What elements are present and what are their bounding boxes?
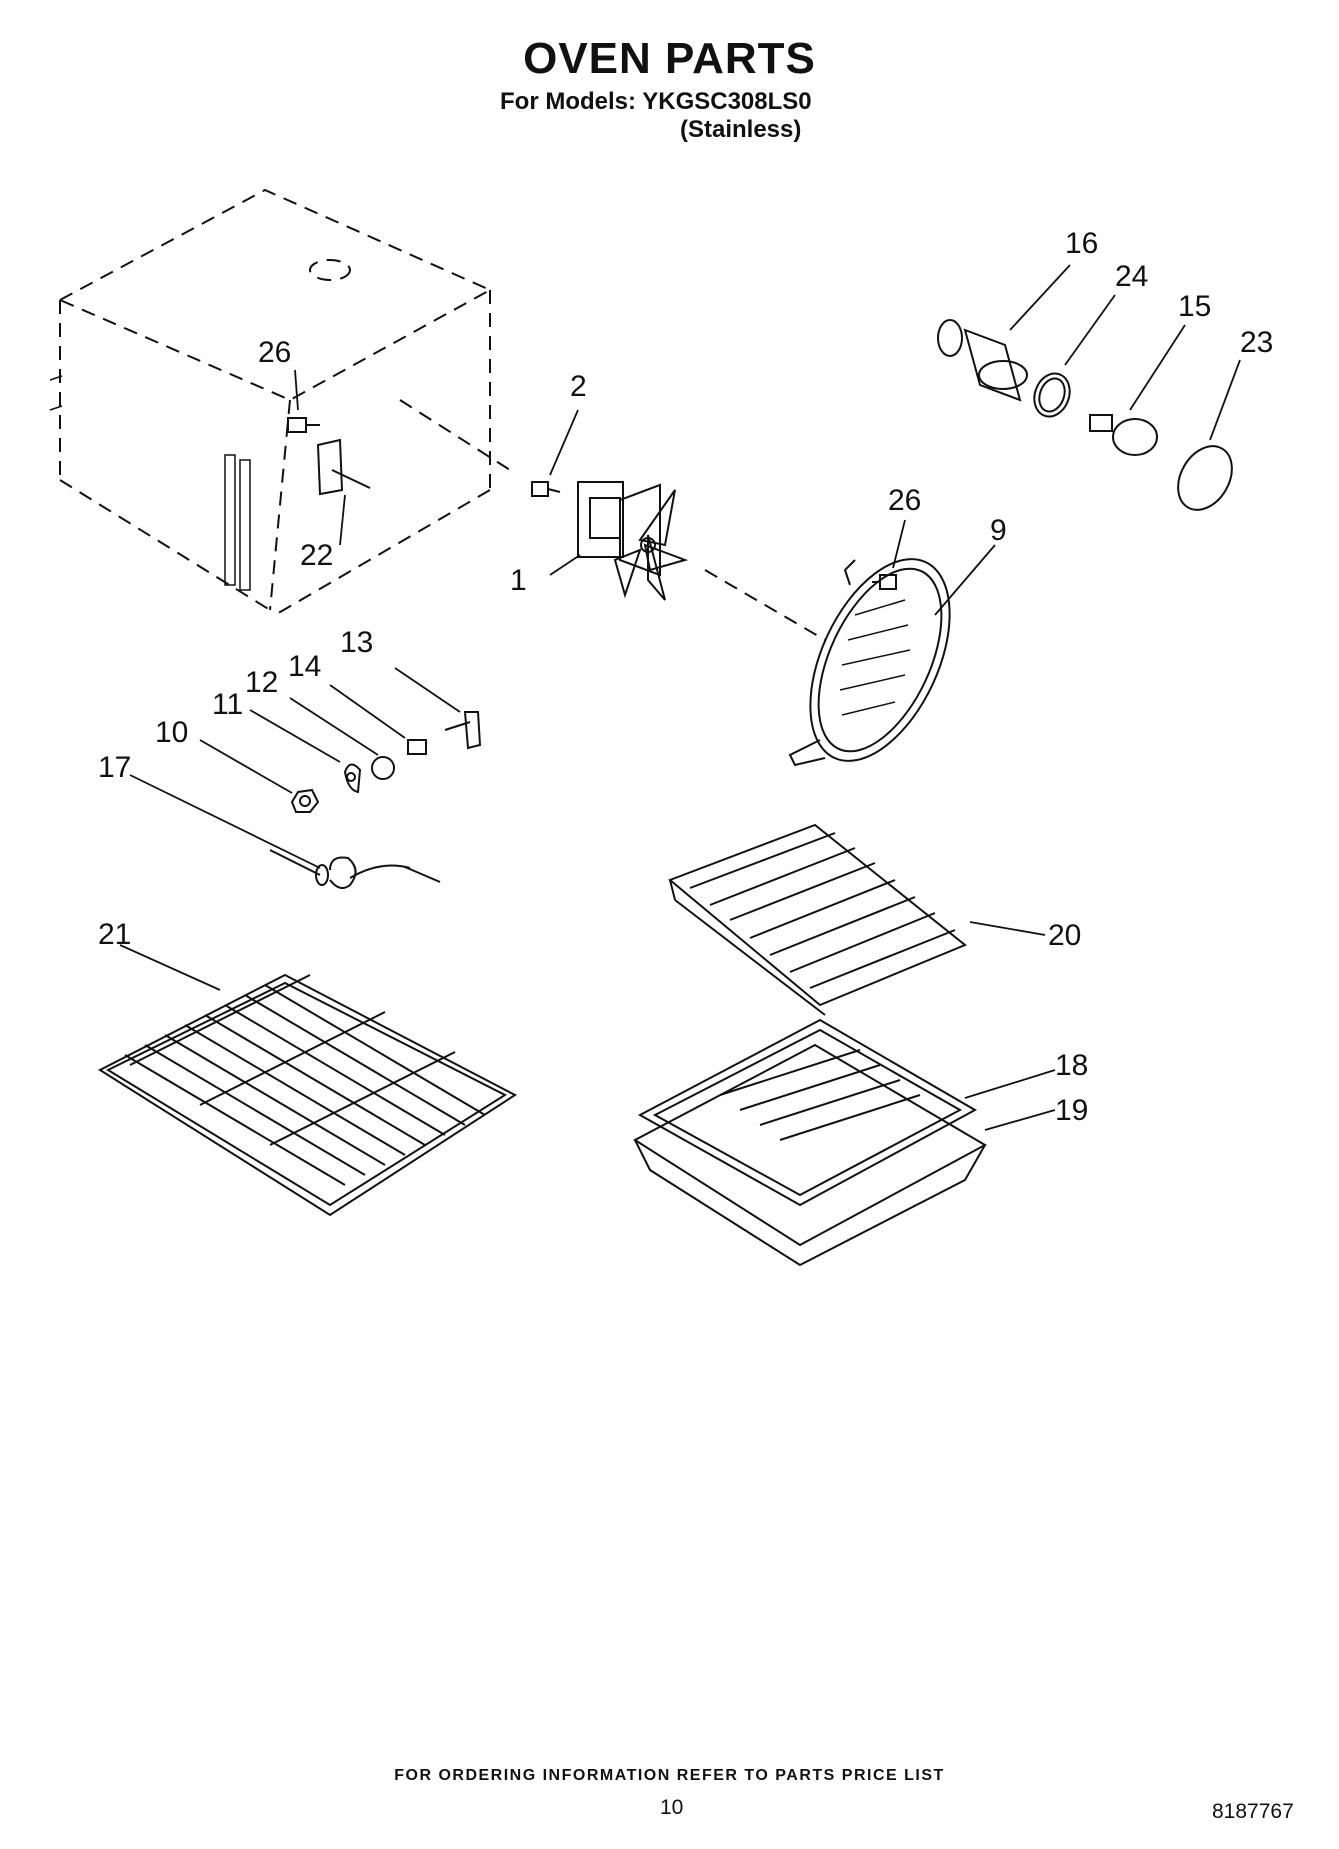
part-24-gasket	[1033, 372, 1071, 418]
part-26-screw-right	[872, 574, 897, 590]
callout-26: 26	[888, 484, 921, 517]
assembly-dashed-line	[704, 569, 826, 641]
part-11-clamp	[343, 763, 362, 794]
cavity-vent-slots	[49, 375, 251, 591]
callout-15: 15	[1178, 290, 1211, 323]
callout-2: 2	[570, 370, 587, 403]
part-18-broiler-grid	[637, 1018, 978, 1207]
callout-12: 12	[245, 666, 278, 699]
callout-26: 26	[258, 336, 291, 369]
part-15-bulb	[1089, 414, 1158, 456]
callout-17: 17	[98, 751, 131, 784]
part-26-screw-left	[287, 417, 320, 433]
callout-24: 24	[1115, 260, 1148, 293]
page-number: 10	[660, 1796, 684, 1819]
document-number: 8187767	[1212, 1800, 1294, 1823]
callout-22: 22	[300, 539, 333, 572]
callout-16: 16	[1065, 227, 1098, 260]
callout-19: 19	[1055, 1094, 1088, 1127]
ordering-note: FOR ORDERING INFORMATION REFER TO PARTS …	[394, 1767, 945, 1784]
callout-14: 14	[288, 650, 321, 683]
oven-cavity	[57, 188, 511, 616]
part-10-nut	[290, 788, 320, 813]
variant-label: (Stainless)	[680, 116, 802, 143]
callout-21: 21	[98, 918, 131, 951]
part-23-lens	[1177, 445, 1233, 511]
callout-11: 11	[212, 688, 243, 721]
callout-labels: 1 2 9 10 11 12 13 14 15 16 17 18 19 20 2…	[98, 227, 1273, 1127]
part-16-light-housing	[937, 319, 1028, 402]
part-1-fan-motor	[577, 481, 689, 601]
part-2-screw	[531, 481, 561, 497]
callout-9: 9	[990, 514, 1007, 547]
part-22-sensor	[316, 438, 371, 496]
callout-10: 10	[155, 716, 188, 749]
part-13-pin	[444, 711, 482, 750]
part-12-washer	[371, 756, 395, 780]
callout-18: 18	[1055, 1049, 1088, 1082]
part-14-sleeve	[407, 739, 427, 755]
part-17-probe	[269, 849, 441, 890]
callout-23: 23	[1240, 326, 1273, 359]
leader-lines	[119, 264, 1241, 1131]
callout-1: 1	[510, 564, 527, 597]
page-title: OVEN PARTS	[523, 34, 816, 83]
part-9-fan-cover	[788, 558, 951, 767]
part-19-broiler-pan	[633, 1043, 988, 1267]
models-line: For Models: YKGSC308LS0	[500, 88, 812, 115]
part-20-grille	[668, 823, 967, 1016]
callout-20: 20	[1048, 919, 1081, 952]
callout-13: 13	[340, 626, 373, 659]
part-21-oven-rack	[97, 973, 517, 1217]
